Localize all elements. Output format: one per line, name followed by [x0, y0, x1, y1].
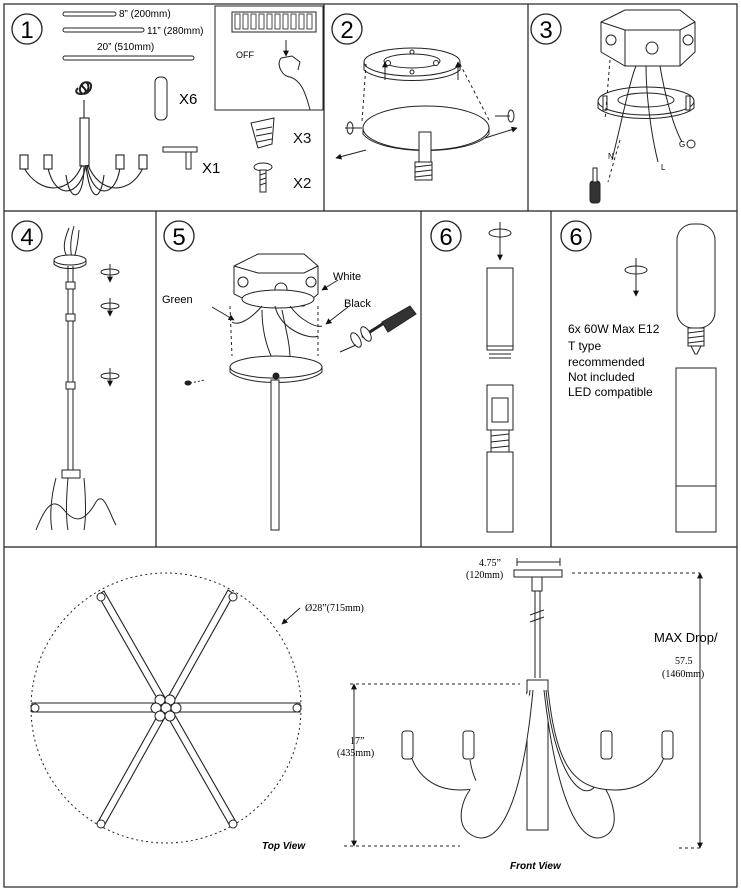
bulb-step6 [624, 223, 717, 533]
neutral-label: N [608, 152, 614, 161]
spacer-part: X6 [154, 76, 197, 121]
max-drop-value: 57.5 [675, 656, 693, 667]
canopy-size-label: 4.75” [479, 558, 501, 569]
rod-8in: 8” (200mm) [62, 9, 171, 20]
tbar-part: X1 [162, 146, 220, 177]
bulb-spec-line5: LED compatible [568, 385, 653, 399]
green-wire-label: Green [162, 294, 193, 306]
max-drop-label: MAX Drop/ [654, 630, 718, 645]
tbar-qty: X1 [202, 160, 220, 177]
black-wire-label: Black [344, 298, 371, 310]
step-number: 1 [20, 17, 33, 44]
mounting-plate [363, 47, 461, 81]
bulb-spec-line2: T type [568, 339, 601, 353]
step-number: 6 [569, 224, 582, 251]
bulb-cover-step6 [486, 222, 514, 533]
wires-step3 [604, 59, 683, 183]
rod-11in: 11” (280mm) [62, 26, 204, 37]
bulb-spec-line4: Not included [568, 370, 635, 384]
step-badge-6a: 6 [430, 220, 462, 252]
top-view: Ø28”(715mm) Top View [30, 572, 364, 852]
plate-step3 [597, 86, 695, 119]
ground-label: G [679, 140, 685, 149]
step-number: 4 [20, 224, 33, 251]
junction-box-step5 [233, 253, 319, 309]
step-number: 3 [539, 17, 552, 44]
step-number: 6 [439, 224, 452, 251]
chandelier-body [19, 81, 148, 196]
rod-20in-label: 20” (510mm) [97, 42, 154, 53]
switch-off-label: OFF [236, 50, 254, 60]
switch-inset: OFF [214, 5, 324, 111]
white-wire-label: White [333, 271, 361, 283]
step-badge-6b: 6 [560, 220, 592, 252]
screw-part: X2 [253, 162, 311, 193]
rod-11in-label: 11” (280mm) [147, 26, 204, 37]
wire-labels-step5: Green White Black [162, 271, 371, 310]
canopy-step2 [362, 105, 490, 181]
step-number: 5 [172, 224, 185, 251]
dashed-guides [361, 63, 490, 123]
bulb-spec-line3: recommended [568, 355, 645, 369]
bulb-spec-text: 6x 60W Max E12 T type recommended Not in… [568, 322, 660, 399]
canopy-step5 [184, 355, 323, 531]
canopy-size-mm-label: (120mm) [466, 570, 503, 581]
junction-box [600, 9, 696, 67]
step-badge-5: 5 [163, 220, 195, 252]
wire-labels-step3: N L G [608, 139, 696, 172]
step-badge-3: 3 [530, 13, 562, 45]
front-view: 4.75” (120mm) MAX Drop/ 57.5 (1460mm) [337, 558, 718, 872]
wirenut-qty: X3 [293, 130, 311, 147]
screw-qty: X2 [293, 175, 311, 192]
top-view-label: Top View [262, 841, 306, 852]
step-badge-2: 2 [331, 13, 363, 45]
live-label: L [661, 163, 666, 172]
step-badge-4: 4 [11, 220, 43, 252]
panel-grid [3, 3, 738, 888]
front-view-label: Front View [510, 861, 562, 872]
wires-step5 [211, 279, 349, 359]
rod-8in-label: 8” (200mm) [119, 9, 171, 20]
side-screws [335, 109, 518, 160]
rod-20in: 20” (510mm) [62, 42, 195, 61]
rotate-icons-step4 [100, 264, 120, 387]
spacer-qty: X6 [179, 91, 197, 108]
screwdriver-step3 [589, 167, 601, 204]
wirenut-part: X3 [250, 117, 311, 149]
diameter-label: Ø28”(715mm) [305, 603, 364, 614]
max-drop-mm: (1460mm) [662, 669, 704, 680]
height-label: 17” [350, 736, 364, 747]
step-number: 2 [340, 17, 353, 44]
step-badge-1: 1 [11, 13, 43, 45]
bulb-spec-line1: 6x 60W Max E12 [568, 322, 660, 336]
assembly-step4 [35, 225, 117, 531]
height-mm-label: (435mm) [337, 748, 374, 759]
screwdriver-step5 [339, 305, 417, 353]
